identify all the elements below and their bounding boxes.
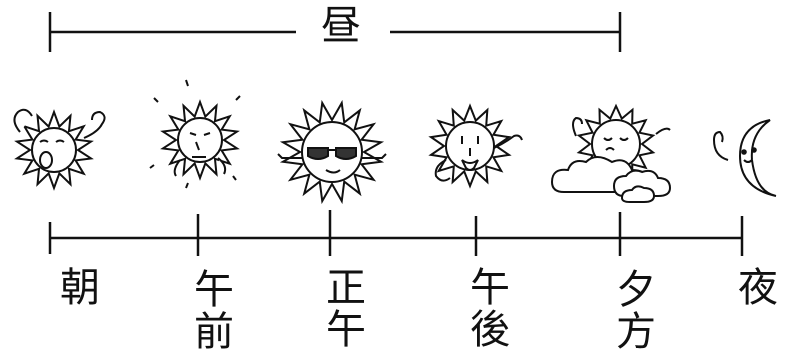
time-label-forenoon: 午前: [187, 268, 233, 352]
crescent-moon-icon: [712, 119, 777, 197]
timeline: [48, 210, 744, 256]
time-label-noon: 正午: [319, 266, 365, 350]
sweating-sun-icon: [149, 79, 241, 189]
tired-sun-icon: [428, 103, 523, 189]
time-label-morning: 朝: [53, 266, 99, 308]
sleepy-sun-behind-clouds-icon: [550, 103, 672, 203]
time-label-afternoon: 午後: [463, 266, 509, 350]
time-label-evening: 夕方: [609, 268, 655, 352]
sunglasses-sun-icon: [277, 99, 387, 205]
time-label-night: 夜: [731, 266, 777, 308]
day-span-label: 昼: [321, 3, 361, 49]
day-span-bracket: [48, 12, 622, 52]
yawning-sun-icon: [13, 108, 106, 191]
